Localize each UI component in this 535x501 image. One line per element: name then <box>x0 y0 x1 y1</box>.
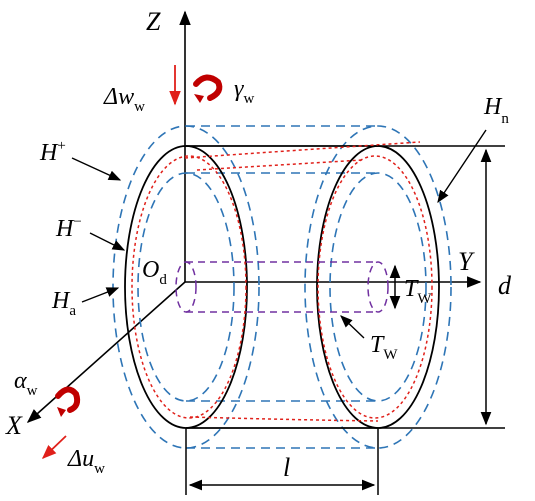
cylinder-outline <box>124 145 440 429</box>
hminus-leader <box>89 232 126 251</box>
leader-arrows <box>71 129 487 339</box>
d-label: d <box>498 271 512 300</box>
outer-envelope-dashed <box>112 125 452 449</box>
origin-label: Od <box>142 257 167 288</box>
hn-label: Hn <box>483 94 509 127</box>
y-axis-label: Y <box>458 247 475 276</box>
tw-right-label: TW <box>404 276 432 307</box>
tw-bottom-leader <box>340 315 365 339</box>
deformed-surface-dotted <box>131 141 433 422</box>
x-axis-label: X <box>5 411 23 440</box>
tw-bottom-label: TW <box>370 332 398 363</box>
dimension-d <box>378 145 505 429</box>
ha-label: Ha <box>51 288 76 319</box>
gamma-label: γw <box>234 76 254 107</box>
x-axis-line <box>26 281 186 423</box>
rotation-alpha-icon <box>55 386 81 417</box>
du-label: Δuw <box>67 446 105 477</box>
ha-leader <box>81 287 120 303</box>
du-arrow <box>41 435 67 459</box>
rotation-gamma-icon <box>193 74 223 103</box>
labels: Z Y X Od Δww γw H+ H− Ha Hn TW TW d l αw… <box>5 7 512 482</box>
red-displacement-arrows <box>41 65 181 459</box>
alpha-label: αw <box>14 368 38 399</box>
coordinate-axes <box>26 10 482 423</box>
z-axis-label: Z <box>146 7 161 36</box>
shaft-dashed <box>175 261 389 313</box>
dw-label: Δww <box>103 84 145 115</box>
inner-envelope-dashed <box>137 172 427 402</box>
hplus-leader <box>71 157 122 181</box>
hminus-label: H− <box>55 214 82 242</box>
dimension-l <box>185 428 379 495</box>
l-label: l <box>283 453 290 482</box>
hplus-label: H+ <box>39 138 66 166</box>
hn-leader <box>437 129 487 204</box>
